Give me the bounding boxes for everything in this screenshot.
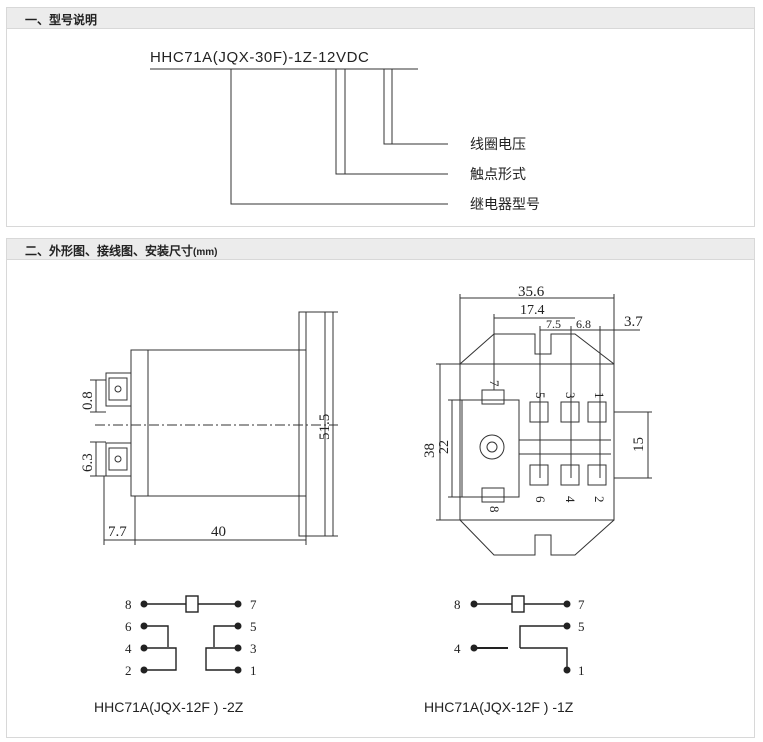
schematic-1z: [474, 595, 568, 670]
pin-label-8: 8: [487, 506, 502, 513]
dim-22: 22: [437, 440, 452, 454]
terminal-5: [529, 401, 549, 423]
schem-1z-p8: 8: [454, 597, 461, 612]
schematic-1z-pins: [470, 600, 571, 674]
schematic-2z-pins: [140, 600, 242, 674]
section-dimensions-body: [6, 260, 755, 738]
schem-1z-p7: 7: [578, 597, 585, 612]
pin-label-5: 5: [533, 392, 548, 399]
schem-2z-p3: 3: [250, 641, 257, 656]
terminal-4: [560, 464, 580, 486]
side-view-drawing: [90, 311, 338, 545]
top-view-drawing: [436, 294, 652, 556]
terminal-2: [587, 464, 607, 486]
dim-6-8: 6.8: [576, 317, 591, 331]
section-dimensions-header: 二、外形图、接线图、安装尺寸(mm): [6, 238, 755, 260]
caption-1z: HHC71A(JQX-12F ) -1Z: [424, 699, 574, 715]
schem-2z-p6: 6: [125, 619, 132, 634]
terminal-lower: [105, 442, 132, 477]
dim-0-8: 0.8: [80, 391, 96, 410]
pin-label-6: 6: [533, 496, 548, 503]
dim-17-4: 17.4: [520, 303, 545, 318]
coil-symbol-2z: [185, 595, 199, 613]
model-code-diagram: HHC71A(JQX-30F)-1Z-12VDC: [150, 49, 448, 205]
schem-1z-p4: 4: [454, 641, 461, 656]
relay-body-outline: [147, 349, 307, 497]
schem-1z-p5: 5: [578, 619, 585, 634]
coil-symbol-1z: [511, 595, 525, 613]
caption-2z: HHC71A(JQX-12F ) -2Z: [94, 699, 244, 715]
model-code: HHC71A(JQX-30F)-1Z-12VDC: [150, 49, 369, 66]
adjust-screw: [479, 434, 505, 460]
relay-base-outline: [130, 349, 149, 497]
terminal-6: [529, 464, 549, 486]
label-relay-model: 继电器型号: [470, 196, 540, 212]
terminal-3: [560, 401, 580, 423]
dim-7-7: 7.7: [108, 524, 127, 540]
pin-label-3: 3: [563, 392, 578, 399]
section-model-title: 一、型号说明: [25, 13, 98, 27]
section-model-header: 一、型号说明: [6, 7, 755, 29]
coil-module: [461, 399, 520, 498]
leader-coil-voltage: [383, 69, 448, 145]
dim-51-5: 51.5: [317, 414, 333, 440]
schem-2z-p1: 1: [250, 663, 257, 678]
mounting-flange-outline: [298, 311, 326, 537]
pin-label-2: 2: [592, 496, 607, 503]
label-contact-form: 触点形式: [470, 166, 526, 182]
schem-2z-p7: 7: [250, 597, 257, 612]
terminal-7: [481, 389, 505, 405]
dim-35-6: 35.6: [518, 284, 545, 300]
terminal-8: [481, 487, 505, 503]
dim-3-7: 3.7: [624, 314, 643, 330]
section-dimensions-title: 二、外形图、接线图、安装尺寸(mm): [25, 244, 218, 258]
schem-1z-p1: 1: [578, 663, 585, 678]
schem-2z-p8: 8: [125, 597, 132, 612]
schematic-2z: [144, 595, 238, 671]
base-flange-outline: [459, 333, 615, 556]
dim-15: 15: [631, 437, 647, 452]
dim-6-3: 6.3: [80, 453, 96, 472]
schem-2z-p4: 4: [125, 641, 132, 656]
pin-label-7: 7: [487, 380, 502, 387]
label-coil-voltage: 线圈电压: [470, 136, 526, 152]
pin-label-1: 1: [592, 392, 607, 399]
leader-relay-model: [230, 69, 448, 205]
terminal-1: [587, 401, 607, 423]
schem-2z-p2: 2: [125, 663, 132, 678]
leader-contact-form: [335, 69, 448, 175]
dim-7-5: 7.5: [546, 317, 561, 331]
dim-40: 40: [211, 524, 226, 540]
body-outline: [459, 363, 615, 521]
terminal-upper: [105, 372, 132, 407]
schem-2z-p5: 5: [250, 619, 257, 634]
pin-label-4: 4: [563, 496, 578, 503]
section-model-body: [6, 29, 755, 227]
dim-38: 38: [422, 443, 438, 458]
